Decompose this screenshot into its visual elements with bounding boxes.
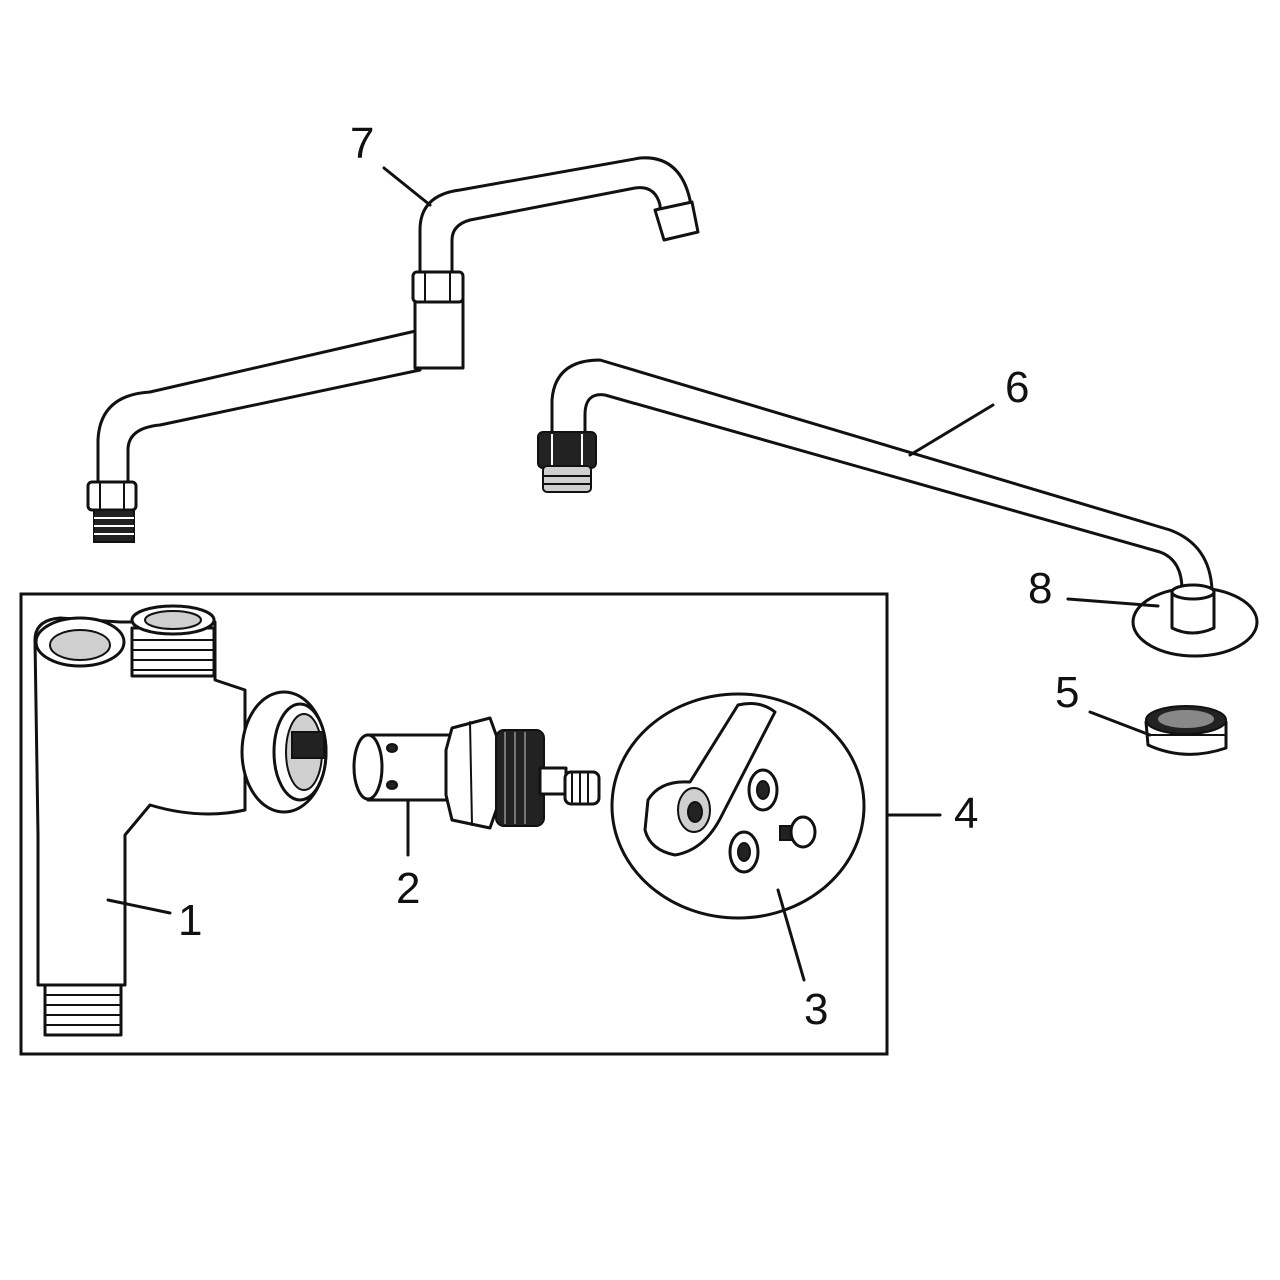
callout-labels: 7 6 8 5 4 3 2 1 (178, 119, 1079, 1034)
aerator-part-5 (1144, 705, 1228, 756)
callout-4: 4 (954, 789, 978, 838)
swing-spout-part-7 (86, 156, 700, 543)
callout-1: 1 (178, 896, 202, 945)
callout-5: 5 (1055, 668, 1079, 717)
leader-line-5 (1088, 710, 1152, 737)
leader-line-8 (1066, 597, 1160, 608)
faucet-body-part-1 (33, 604, 328, 1037)
long-spout-part-6 (537, 358, 1214, 592)
callout-7: 7 (350, 119, 374, 168)
flange-part-8 (1131, 583, 1259, 658)
leader-lines (106, 166, 1160, 982)
callout-6: 6 (1005, 363, 1029, 412)
handle-kit-part-3 (610, 692, 866, 920)
leader-line-1 (106, 898, 172, 915)
assembly-box-part-4 (19, 592, 889, 1056)
leader-line-6 (908, 403, 995, 457)
leader-line-7 (382, 166, 432, 207)
cartridge-part-2 (352, 716, 601, 830)
leader-line-3 (776, 888, 806, 982)
callout-3: 3 (804, 985, 828, 1034)
callout-2: 2 (396, 864, 420, 913)
callout-8: 8 (1028, 564, 1052, 613)
